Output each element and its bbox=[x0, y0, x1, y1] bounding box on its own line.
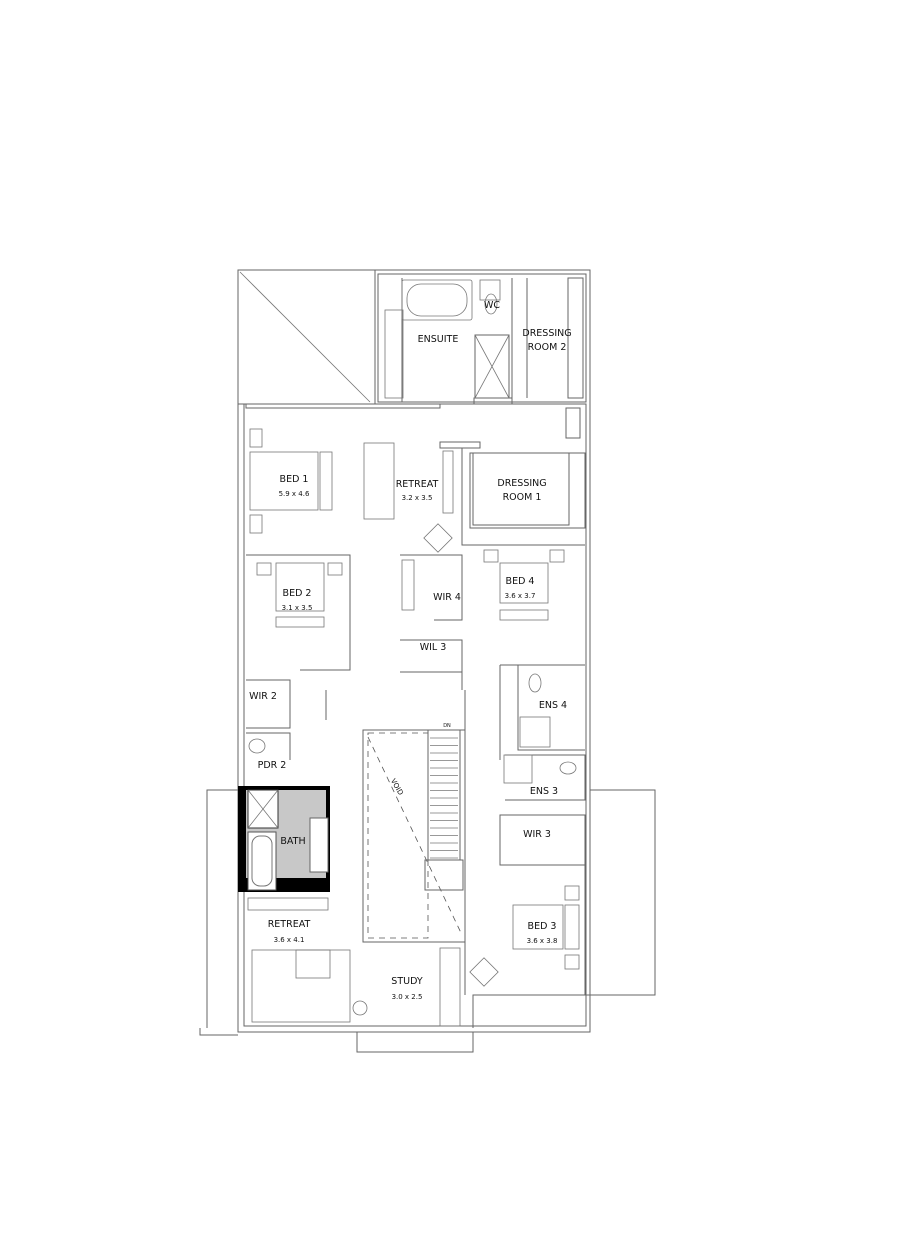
room-label-ensuite: ENSUITE bbox=[418, 334, 459, 345]
room-label-dressing-1-line2: ROOM 1 bbox=[503, 492, 542, 503]
room-label-dressing-2: DRESSING bbox=[522, 328, 571, 339]
room-size-study: 3.0 x 2.5 bbox=[392, 993, 423, 1001]
room-label-bed-1: BED 1 bbox=[280, 474, 309, 485]
furniture bbox=[247, 279, 580, 1027]
room-size-bed-2: 3.1 x 3.5 bbox=[282, 604, 313, 612]
interior-walls bbox=[245, 277, 586, 995]
room-label-bed-3: BED 3 bbox=[528, 921, 557, 932]
void-label: VOID bbox=[389, 777, 405, 796]
room-size-retreat-lower: 3.6 x 4.1 bbox=[274, 936, 305, 944]
room-label-bed-4: BED 4 bbox=[506, 576, 535, 587]
void-and-stair bbox=[362, 729, 466, 943]
room-label-study: STUDY bbox=[391, 976, 423, 987]
room-label-bed-2: BED 2 bbox=[283, 588, 312, 599]
room-label-dressing-1: DRESSING bbox=[497, 478, 546, 489]
room-label-bath: BATH bbox=[280, 836, 305, 847]
stair-down-label: DN bbox=[443, 723, 451, 729]
room-labels: ENSUITE WC DRESSING ROOM 2 BED 1 5.9 x 4… bbox=[249, 300, 572, 1001]
room-label-wc: WC bbox=[484, 300, 500, 311]
room-size-bed-4: 3.6 x 3.7 bbox=[505, 592, 536, 600]
room-label-retreat-upper: RETREAT bbox=[396, 479, 439, 490]
room-label-wir-4: WIR 4 bbox=[433, 592, 461, 603]
outer-walls bbox=[199, 269, 656, 1053]
room-label-wil-3: WIL 3 bbox=[420, 642, 447, 653]
room-size-retreat-upper: 3.2 x 3.5 bbox=[402, 494, 433, 502]
room-label-ens-3: ENS 3 bbox=[530, 786, 558, 797]
room-label-pdr-2: PDR 2 bbox=[258, 760, 287, 771]
bath-room-block bbox=[238, 786, 330, 892]
room-label-ens-4: ENS 4 bbox=[539, 700, 567, 711]
room-size-bed-3: 3.6 x 3.8 bbox=[527, 937, 558, 945]
room-label-wir-2: WIR 2 bbox=[249, 691, 277, 702]
room-label-retreat-lower: RETREAT bbox=[268, 919, 311, 930]
room-label-dressing-2-line2: ROOM 2 bbox=[528, 342, 567, 353]
room-size-bed-1: 5.9 x 4.6 bbox=[279, 490, 310, 498]
room-label-wir-3: WIR 3 bbox=[523, 829, 551, 840]
